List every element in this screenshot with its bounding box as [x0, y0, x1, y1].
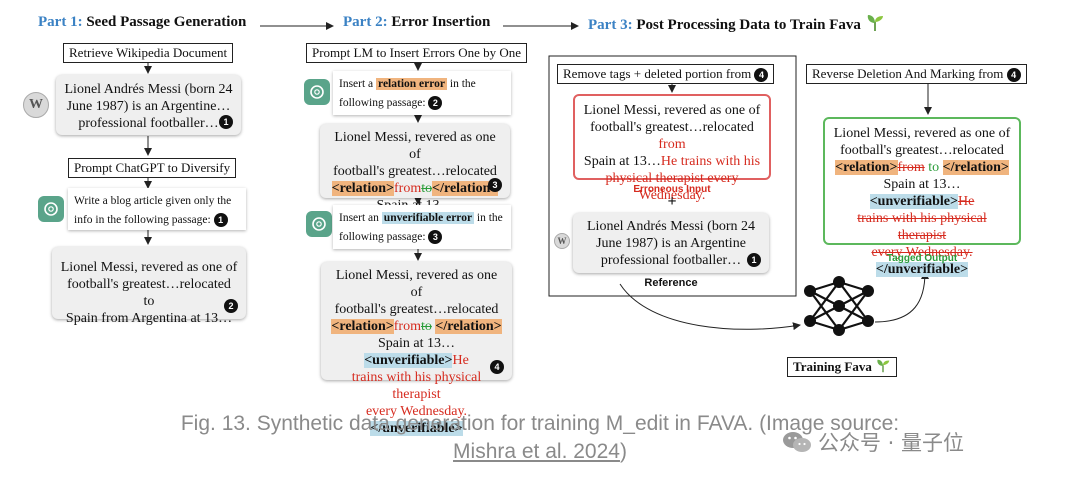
- step-badge: 1: [747, 253, 761, 267]
- chatgpt-logo-icon: [38, 196, 64, 222]
- blog-prompt-box: Write a blog article given only the info…: [68, 188, 246, 230]
- step-badge: 3: [428, 230, 443, 245]
- relation-error-tag: relation error: [376, 78, 447, 90]
- step-badge: 4: [754, 68, 769, 83]
- unverifiable-error-prompt: Insert an unverifiable error in the foll…: [333, 205, 511, 249]
- wikipedia-globe-icon: W: [23, 92, 49, 118]
- wikipedia-globe-icon: W: [554, 233, 570, 249]
- sprout-icon: [877, 359, 890, 373]
- wiki-passage-card: Lionel Andrés Messi (born 24 June 1987) …: [56, 75, 241, 135]
- tagged-output-card: Lionel Messi, revered as one of football…: [823, 117, 1021, 277]
- step-badge: 1: [219, 115, 233, 129]
- part1-number: Part 1:: [38, 14, 83, 30]
- unverifiable-error-tag: unverifiable error: [381, 212, 475, 224]
- prompt-lm-label: Prompt LM to Insert Errors One by One: [306, 43, 528, 63]
- part1-title: Seed Passage Generation: [86, 14, 247, 30]
- watermark: 公众号 · 量子位: [782, 427, 964, 457]
- part3-number: Part 3:: [588, 17, 633, 33]
- reference-card: Lionel Andrés Messi (born 24 June 1987) …: [573, 213, 769, 273]
- caption-line1: Fig. 13. Synthetic data generation for t…: [180, 412, 900, 435]
- relation-error-passage-card: Lionel Messi, revered as one of football…: [320, 124, 510, 213]
- training-fava-label: Training Fava: [787, 357, 898, 377]
- figure-caption: Fig. 13. Synthetic data generation for t…: [0, 412, 1080, 464]
- reference-to-fava-arrow: [619, 283, 801, 331]
- part2-title: Error Insertion: [391, 14, 491, 30]
- part3-header: Part 3: Post Processing Data to Train Fa…: [588, 14, 885, 34]
- watermark-text: 公众号 · 量子位: [818, 431, 965, 455]
- step-badge: 1: [213, 213, 228, 228]
- neural-network-icon: [804, 276, 874, 336]
- retrieve-wikipedia-label: Retrieve Wikipedia Document: [63, 43, 234, 63]
- step-badge: 4: [1006, 68, 1021, 83]
- part2-number: Part 2:: [343, 14, 388, 30]
- chatgpt-logo-icon: [304, 79, 330, 105]
- fava-to-tagged-arrow: [874, 271, 929, 323]
- part3-input-group-border: [548, 55, 797, 297]
- prompt-diversify-label: Prompt ChatGPT to Diversify: [68, 158, 237, 178]
- part1-header: Part 1: Seed Passage Generation: [38, 14, 246, 31]
- plus-sign: +: [667, 193, 677, 210]
- part2-header: Part 2: Error Insertion: [343, 14, 490, 31]
- wechat-icon: [783, 432, 811, 452]
- part3-title: Post Processing Data to Train Fava: [636, 17, 861, 33]
- erroneous-input-label: Erroneous Input: [633, 184, 711, 195]
- reference-label: Reference: [644, 277, 698, 289]
- remove-tags-label: Remove tags + deleted portion from 4: [557, 64, 775, 85]
- step-badge: 4: [490, 360, 504, 374]
- step-badge: 3: [488, 178, 502, 192]
- relation-error-prompt: Insert a relation error in the following…: [333, 71, 511, 115]
- erroneous-input-card: Lionel Messi, revered as one of football…: [573, 94, 771, 203]
- step-badge: 2: [428, 96, 443, 111]
- unverifiable-error-passage-card: Lionel Messi, revered as one of football…: [321, 262, 512, 436]
- chatgpt-logo-icon: [306, 211, 332, 237]
- reverse-deletion-label: Reverse Deletion And Marking from 4: [806, 64, 1027, 85]
- sprout-icon: [867, 15, 883, 31]
- seed-passage-card: Lionel Messi, revered as one of football…: [52, 247, 246, 326]
- step-badge: 2: [224, 299, 238, 313]
- tagged-output-label: Tagged Output: [886, 253, 958, 264]
- caption-source-link[interactable]: Mishra et al. 2024: [453, 440, 620, 463]
